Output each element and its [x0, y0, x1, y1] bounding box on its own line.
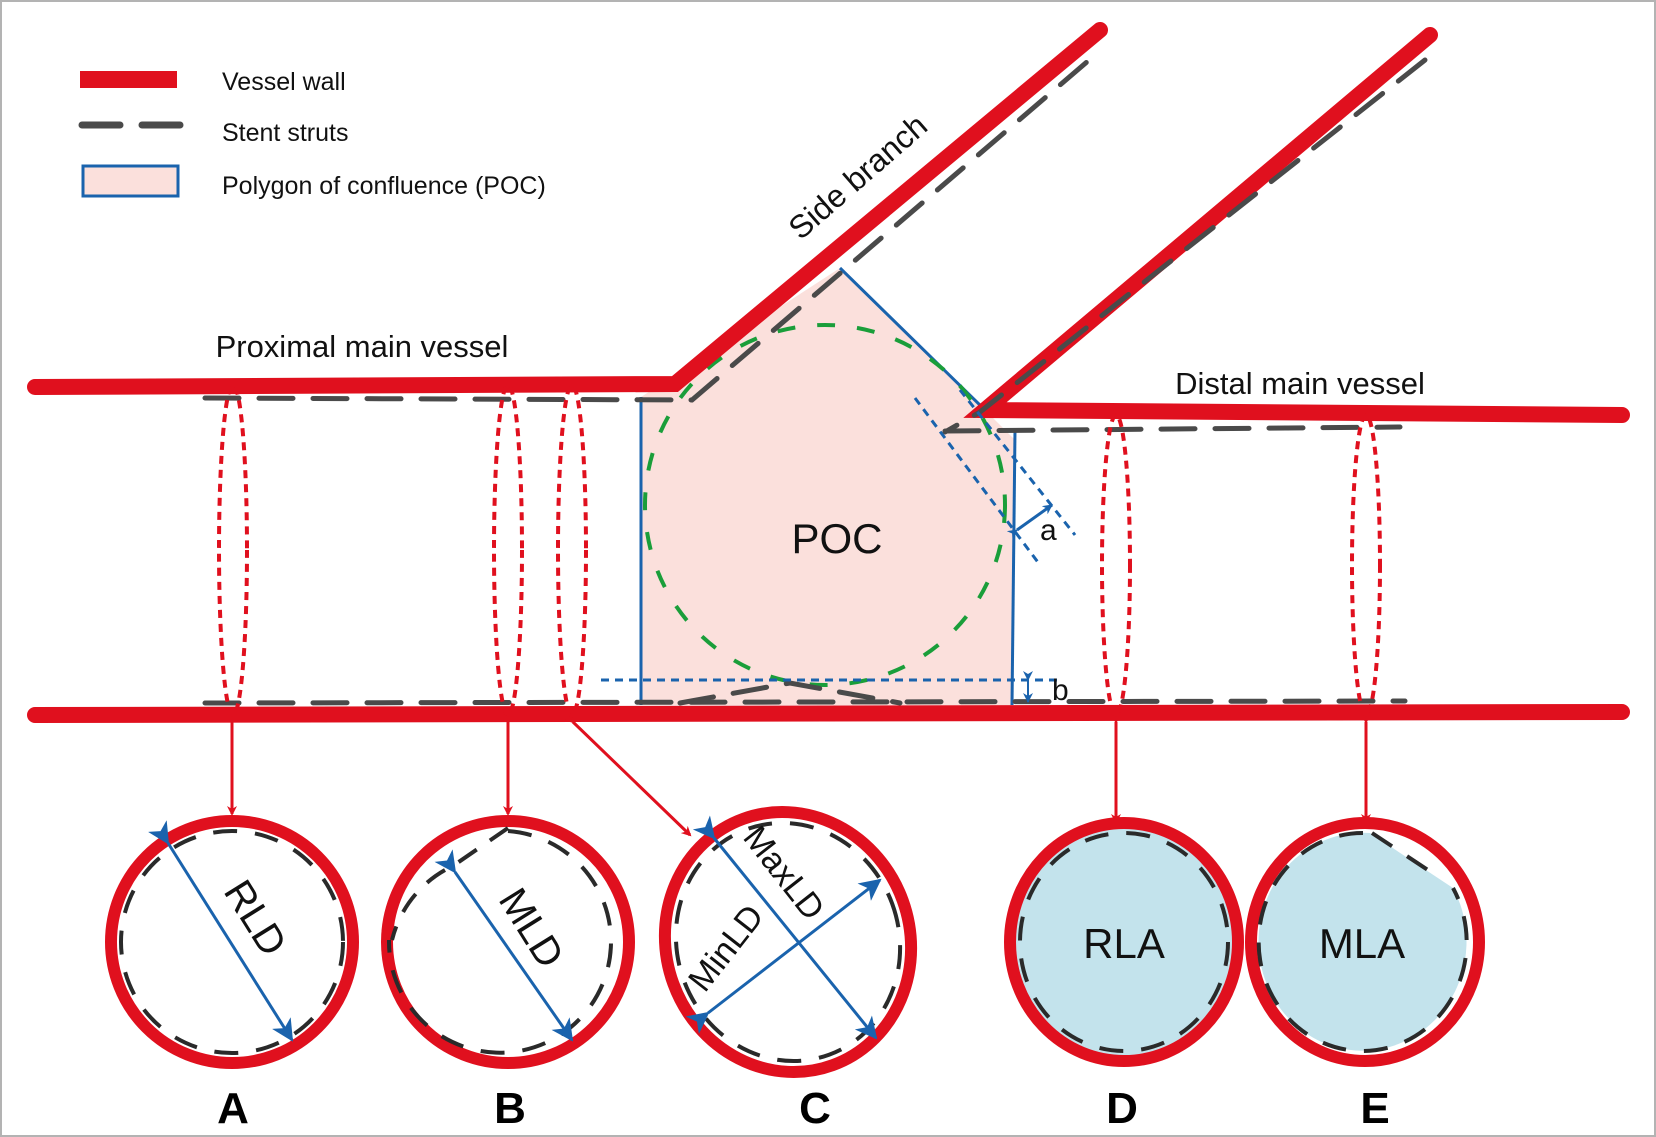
lower-wall — [27, 704, 1630, 723]
cross-section-b: MLD B — [381, 815, 635, 1133]
section-a-letter: A — [217, 1084, 249, 1133]
distance-a-arrow — [1006, 503, 1053, 540]
poc-border-distal — [1010, 429, 1017, 706]
cut-c — [556, 383, 588, 717]
section-b-letter: B — [494, 1084, 526, 1133]
stent-struts — [202, 52, 1428, 706]
section-e-measure-label: MLA — [1319, 920, 1405, 967]
section-e-lumen — [1258, 832, 1467, 1051]
cross-section-c: MaxLD MinLD C — [658, 806, 918, 1133]
poc-polygon — [641, 268, 1015, 705]
legend-label-stent-struts: Stent struts — [222, 119, 348, 147]
label-a: a — [1040, 514, 1057, 547]
section-e-stent-malapposed — [1370, 831, 1442, 880]
section-b-stent — [386, 829, 613, 1055]
legend-label-poc: Polygon of confluence (POC) — [222, 172, 546, 200]
section-e-letter: E — [1360, 1084, 1389, 1133]
section-cuts — [217, 383, 1382, 717]
section-d-letter: D — [1106, 1084, 1138, 1133]
cut-a — [217, 383, 249, 717]
section-c-minld-arrow — [685, 878, 882, 1034]
section-c-letter: C — [799, 1084, 831, 1133]
section-a-rld-arrow — [148, 820, 294, 1042]
cut-e — [1350, 413, 1382, 717]
cross-section-d: RLA D — [1004, 817, 1244, 1133]
stent-lower — [202, 698, 1408, 706]
cut-b — [492, 383, 524, 717]
legend: Vessel wall Stent struts Polygon of conf… — [78, 68, 546, 200]
guide-a-outer — [958, 389, 1077, 536]
section-e-stent — [1256, 830, 1469, 1053]
label-b: b — [1052, 674, 1069, 707]
stent-side-branch-distal — [942, 57, 1428, 435]
connector-c — [563, 712, 692, 837]
label-poc: POC — [791, 515, 882, 562]
section-b-wall — [381, 815, 635, 1069]
legend-label-vessel-wall: Vessel wall — [222, 68, 346, 96]
cross-section-a: RLD A — [105, 815, 359, 1133]
proximal-upper-wall — [27, 22, 1108, 395]
stent-upper-proximal — [202, 52, 1098, 403]
section-b-mld-arrow — [434, 849, 574, 1042]
fitted-circle — [643, 323, 1007, 687]
stent-carina-bump — [677, 680, 903, 706]
stent-upper-distal — [942, 424, 1403, 434]
section-d-stent — [1018, 831, 1230, 1053]
cut-d — [1100, 413, 1132, 717]
section-d-measure-label: RLA — [1083, 920, 1165, 967]
section-c-stent — [673, 821, 903, 1063]
legend-swatch-vessel-wall — [80, 71, 177, 88]
label-proximal-main-vessel: Proximal main vessel — [216, 329, 509, 364]
connector-arrows — [227, 712, 1371, 837]
side-branch-distal-wall — [963, 27, 1630, 423]
legend-swatch-poc — [81, 164, 180, 198]
label-distal-main-vessel: Distal main vessel — [1175, 366, 1425, 401]
section-d-wall — [1004, 817, 1244, 1067]
cross-section-e: MLA E — [1245, 817, 1485, 1133]
